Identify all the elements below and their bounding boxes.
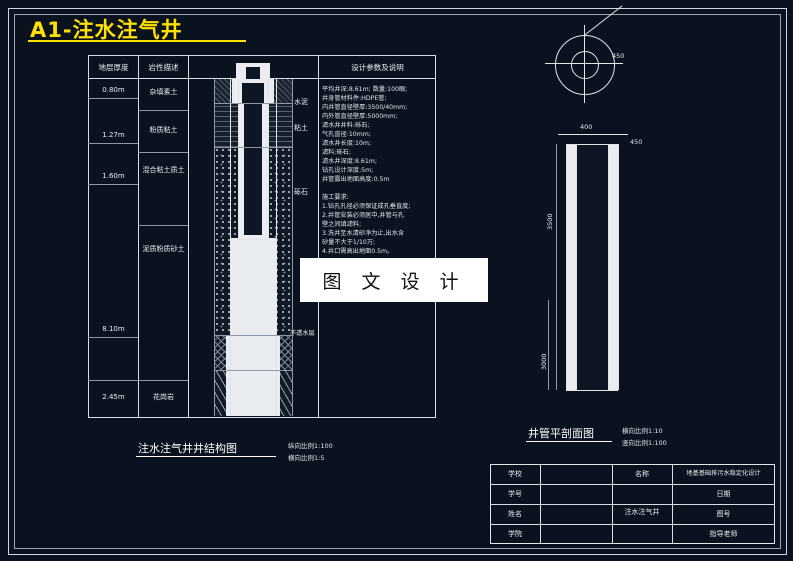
section-dim-ext-left [556,144,557,390]
casing-top-bore [242,83,264,103]
section-top-dim-line [558,134,628,135]
tb-mid-2: 注水注气井 [624,508,660,516]
section-bottom [566,390,618,391]
tb-mid-0: 名称 [635,470,649,478]
section-inner-right [608,144,609,390]
depth-rule-3 [88,337,138,338]
lithology-2: 混合粘土质土 [142,166,185,174]
depth-value-1: 1.27m [102,131,125,139]
bore-edge-left [214,79,215,416]
depth-rule-2 [88,184,138,185]
section-pipe-bore [576,144,608,390]
casing-outline-left [230,79,231,416]
left-scale-2: 横向比例1:5 [288,454,325,462]
sheet-border-outer [8,8,787,555]
table-header-3: 设计参数及说明 [351,63,404,72]
tb-right-1: 日期 [716,490,731,498]
left-scale-1: 纵向比例1:100 [288,442,333,450]
plan-crosshair-v [584,25,585,103]
section-top [566,144,618,145]
section-dim-top: 400 [580,123,593,131]
lith-rule-3 [138,380,188,381]
design-notes: 平均井深:8.61m; 数量:100眼; 井身管材料件:HDPE管; 内井管直径… [322,86,411,255]
inner-outline-right [268,79,269,239]
tb-h1 [490,484,775,485]
table-header-0: 地层厚度 [98,63,129,72]
section-inner-left [576,144,577,390]
strata-line-2 [214,147,292,148]
tb-h3 [490,524,775,525]
left-caption-underline [136,456,276,457]
inner-bottom [238,239,268,240]
right-view-caption: 井管平剖面图 [528,427,594,440]
depth-rule-0 [88,98,138,99]
strata-label-0: 水泥 [294,98,308,106]
table-divider-3 [318,55,319,418]
plan-dim-note: 450 [612,52,625,60]
table-divider-2 [188,55,189,418]
tb-label-1: 学号 [508,490,522,498]
bore-edge-right [292,79,293,416]
right-scale-2: 竖向比例1:100 [622,439,667,447]
title-underline [28,40,246,42]
strata-label-3: 不透水层 [290,330,315,337]
plan-outer-circle [555,35,615,95]
lithology-1: 粉质粘土 [149,126,178,134]
depth-value-3: 8.10m [102,325,125,333]
depth-rule-4 [88,380,138,381]
section-edge-left [566,144,567,390]
depth-value-4: 2.45m [102,393,125,401]
tb-label-2: 姓名 [508,510,522,518]
strata-label-1: 粘土 [294,124,308,132]
depth-value-2: 1.60m [102,172,125,180]
strata-label-2: 砾石 [294,188,308,196]
table-header-1: 岩性描述 [148,63,179,72]
table-divider-1 [138,55,139,418]
tb-label-3: 学院 [508,530,522,538]
left-view-caption: 注水注气井井结构图 [138,442,237,455]
tb-h2 [490,504,775,505]
tb-label-0: 学校 [508,470,522,478]
sheet-border-inner [14,14,781,549]
section-edge-right [618,144,619,390]
section-dim-left-lower: 3000 [540,353,548,370]
section-dim-left-upper: 3500 [546,213,554,230]
tb-right-0: 地基基础排污水稳定化设计 [686,470,761,477]
section-dim-right: 450 [630,138,643,146]
strata-line-4 [214,370,292,371]
section-dim-ext-lower [548,300,549,390]
inner-casing-bore [244,103,262,235]
casing-outline-right [276,79,277,416]
strata-line-1 [214,103,292,104]
lithology-0: 杂填素土 [149,88,178,96]
right-caption-underline [526,441,612,442]
inner-outline-left [238,79,239,239]
strata-line-3 [214,335,292,336]
lith-rule-0 [138,110,188,111]
well-base [226,335,280,416]
tb-right-3: 指导老师 [709,530,738,538]
well-structure-table [88,55,436,418]
right-scale-1: 横向比例1:10 [622,427,663,435]
lithology-4: 花岗岩 [153,393,174,401]
lithology-3: 泥质粉质砂土 [142,245,185,253]
lith-rule-2 [138,225,188,226]
watermark: 图 文 设 计 [300,258,488,302]
page-title: A1-注水注气井 [30,18,183,42]
lith-rule-1 [138,152,188,153]
plan-inner-circle [571,51,599,79]
tb-right-2: 图号 [716,510,731,518]
depth-value-0: 0.80m [102,86,125,94]
wellhead-cap [246,67,260,79]
depth-rule-1 [88,143,138,144]
